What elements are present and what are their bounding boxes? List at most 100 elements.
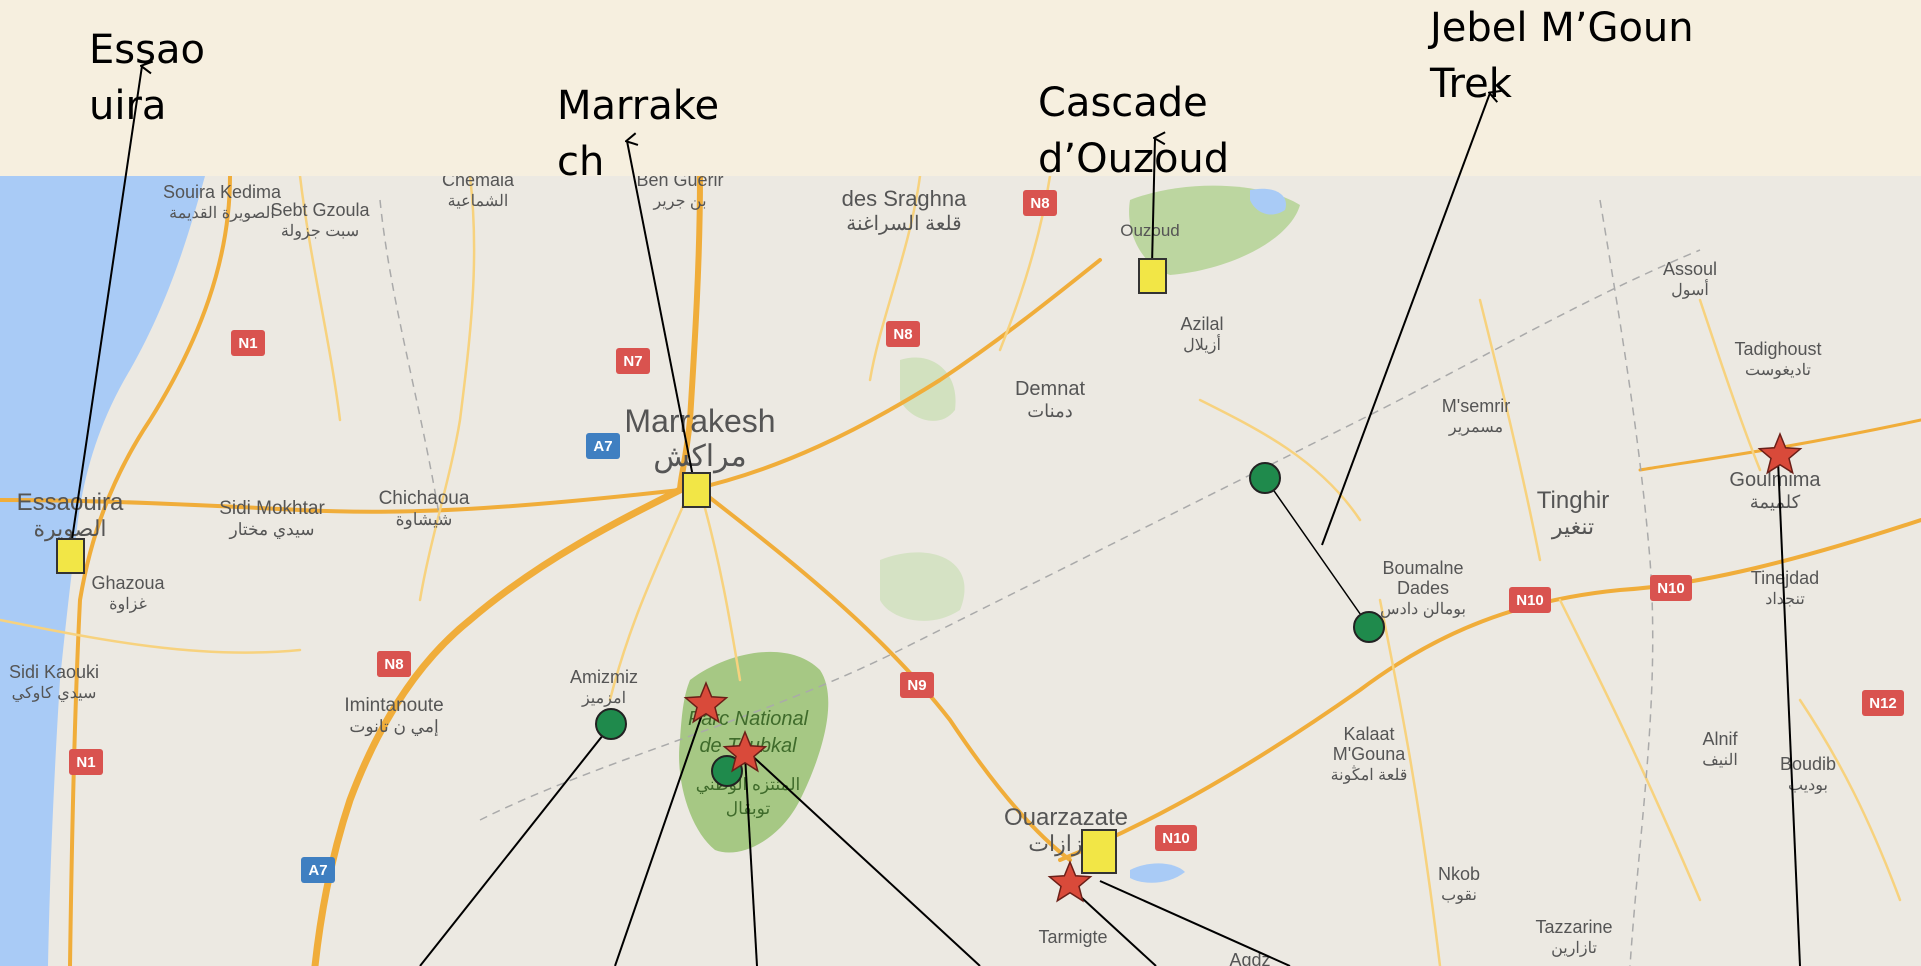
town-label-local: قلعة السراغنة bbox=[846, 213, 961, 235]
town-label: Amizmiz bbox=[570, 667, 638, 687]
pointer-lower-4 bbox=[747, 751, 981, 966]
town-label-local: قلعة امڭونة bbox=[1331, 764, 1408, 784]
pointer-lower-3 bbox=[744, 754, 758, 966]
svg-text:N8: N8 bbox=[384, 656, 403, 673]
town-label: Souira Kedima bbox=[163, 182, 282, 202]
svg-text:N12: N12 bbox=[1869, 695, 1897, 712]
town-label: Ben Guerir bbox=[636, 170, 723, 190]
road-shield: A7 bbox=[301, 857, 335, 883]
callout-mgoun: Jebel M’Goun Trek bbox=[1430, 5, 1694, 107]
town-label: Demnat bbox=[1015, 378, 1085, 400]
road-minor-1 bbox=[298, 176, 342, 422]
border-3 bbox=[379, 199, 441, 521]
road-shield: N10 bbox=[1155, 825, 1197, 851]
town-label-local: غزاوة bbox=[109, 596, 147, 613]
town-label: M'semrir bbox=[1442, 396, 1510, 416]
road-a7-north bbox=[677, 176, 703, 493]
road-minor-9 bbox=[1478, 298, 1542, 562]
town-label-local: الصويرة القديمة bbox=[169, 205, 275, 222]
circle-marker-mgoun-end bbox=[1353, 611, 1385, 643]
road-n1 bbox=[68, 176, 232, 966]
border-1 bbox=[479, 249, 1701, 821]
town-label: Imintanoute bbox=[344, 695, 443, 716]
square-marker-marrakech bbox=[682, 472, 711, 508]
road-n10 bbox=[1058, 518, 1921, 862]
callout-ouzoud: Cascade d’Ouzoud bbox=[1038, 80, 1230, 182]
town-label-local: مراكش bbox=[653, 440, 747, 474]
town-label-local: دمنات bbox=[1027, 401, 1073, 421]
road-minor-6 bbox=[698, 488, 742, 682]
road-minor-13 bbox=[1798, 698, 1902, 902]
star-marker-goulmima bbox=[1757, 432, 1803, 475]
town-label: Azilal bbox=[1180, 314, 1223, 334]
pointer-essaouira bbox=[69, 66, 142, 554]
road-shields: N1N7N8N8N8A7N8N9N10N10N10N12N1A7 bbox=[69, 190, 1904, 883]
callout-essaouira: Essao uira bbox=[89, 27, 205, 129]
star-marker-toubkal-north bbox=[683, 681, 729, 724]
town-label-local: النيف bbox=[1702, 752, 1738, 769]
town-label: Ouzoud bbox=[1120, 221, 1180, 240]
town-label: Marrakesh bbox=[624, 403, 775, 439]
pointer-lower-7 bbox=[1777, 459, 1801, 966]
town-label: Ghazoua bbox=[91, 573, 165, 593]
callout-lines bbox=[69, 66, 1801, 966]
pointer-lower-2 bbox=[614, 702, 707, 966]
road-minor-10 bbox=[1698, 298, 1762, 472]
star-marker-ouarzazate bbox=[1047, 860, 1093, 903]
town-label: Tarmigte bbox=[1038, 927, 1107, 947]
pointer-ouzoud bbox=[1151, 138, 1155, 266]
road-n9 bbox=[698, 488, 1072, 862]
town-label-local: نقوب bbox=[1441, 887, 1477, 904]
road-shield: N8 bbox=[1023, 190, 1057, 216]
road-minor-8 bbox=[1558, 598, 1702, 902]
road-shield: A7 bbox=[586, 433, 620, 459]
town-label-local: أسول bbox=[1671, 279, 1709, 299]
circle-marker-mgoun-start bbox=[1249, 462, 1281, 494]
svg-text:N9: N9 bbox=[907, 677, 926, 694]
lake-bin-el-ouidane bbox=[1250, 188, 1286, 215]
town-label: Tinejdad bbox=[1751, 568, 1819, 588]
svg-text:A7: A7 bbox=[593, 438, 612, 455]
road-shield: N12 bbox=[1862, 690, 1904, 716]
town-label: Chemaia bbox=[442, 170, 515, 190]
svg-text:N1: N1 bbox=[238, 335, 257, 352]
pointer-marrakech bbox=[627, 141, 696, 488]
road-marrakesh-west bbox=[0, 488, 682, 514]
town-label-local: أزيلال bbox=[1183, 334, 1221, 354]
province-borders bbox=[379, 199, 1701, 966]
town-label: M'Gouna bbox=[1333, 744, 1406, 764]
park-label-line: Parc National bbox=[688, 708, 809, 730]
town-label-local: مسمرير bbox=[1448, 419, 1503, 436]
pointer-lower-5 bbox=[1069, 886, 1157, 966]
pointer-lower-6 bbox=[1099, 880, 1291, 966]
town-label-local: الشماعية bbox=[448, 193, 509, 210]
town-label: Assoul bbox=[1663, 259, 1717, 279]
svg-text:N8: N8 bbox=[1030, 195, 1049, 212]
square-marker-ouarzazate bbox=[1081, 829, 1117, 874]
svg-text:N10: N10 bbox=[1162, 830, 1190, 847]
road-shield: N10 bbox=[1650, 575, 1692, 601]
town-label: Goulmima bbox=[1729, 469, 1821, 491]
town-label: Tazzarine bbox=[1535, 917, 1612, 937]
land-area bbox=[0, 176, 1921, 966]
town-label-local: بن جرير bbox=[652, 193, 706, 210]
road-shield: N8 bbox=[377, 651, 411, 677]
star-marker-toubkal-south bbox=[722, 730, 768, 773]
road-shield: N9 bbox=[900, 672, 934, 698]
town-label-local: تاديغوست bbox=[1745, 362, 1811, 379]
svg-text:A7: A7 bbox=[308, 862, 327, 879]
road-minor-11 bbox=[0, 618, 302, 654]
pointer-lower-1 bbox=[419, 724, 612, 966]
park-atlas bbox=[880, 552, 965, 621]
road-minor-2 bbox=[418, 176, 476, 602]
town-label: Alnif bbox=[1702, 729, 1738, 749]
road-minor-12 bbox=[1198, 398, 1362, 522]
town-label-local: بوديب bbox=[1788, 777, 1828, 794]
town-label-local: سيدي كاوكي bbox=[12, 685, 97, 702]
town-label-local: تازارين bbox=[1551, 940, 1597, 957]
road-shield: N8 bbox=[886, 321, 920, 347]
town-label-local: بومالن دادس bbox=[1380, 601, 1466, 618]
town-label: Sidi Kaouki bbox=[9, 662, 99, 682]
